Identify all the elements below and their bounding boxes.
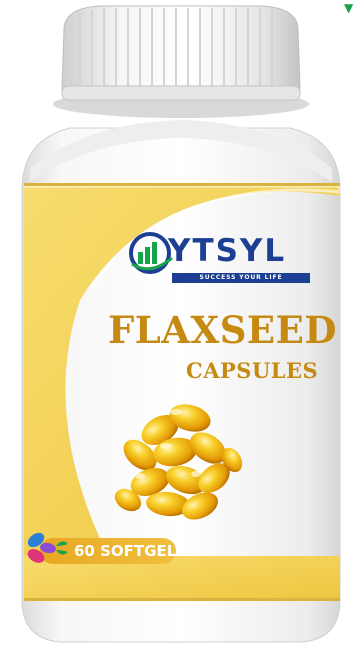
colored-pills-icon	[27, 532, 68, 563]
bottle-shoulder	[30, 120, 332, 182]
label-band	[24, 183, 340, 601]
corner-mark-icon: ▼	[344, 1, 354, 15]
bottle-cap	[61, 5, 301, 101]
brand-name: YTSYL	[168, 233, 287, 269]
count-label: 60 SOFTGEL	[74, 542, 177, 560]
count-badge	[40, 538, 176, 564]
bar-chart-logo-icon	[129, 232, 173, 274]
brand-tagline: SUCCESS YOUR LIFE	[172, 273, 310, 283]
product-subtitle: CAPSULES	[186, 358, 319, 383]
softgel-capsules-icon	[114, 404, 243, 520]
product-name: FLAXSEED	[108, 308, 337, 352]
